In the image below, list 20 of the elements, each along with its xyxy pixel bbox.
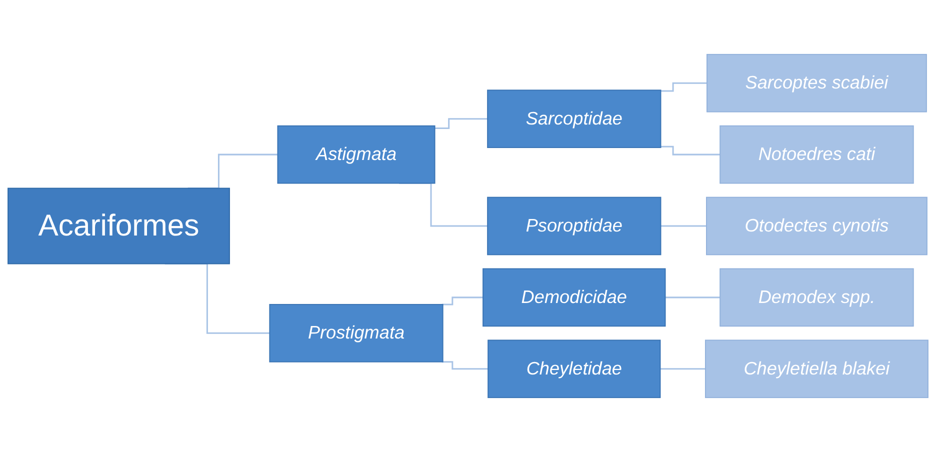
connector: [442, 296, 484, 306]
node-box: Demodex spp.: [720, 268, 914, 327]
node-box: Notoedres cati: [720, 125, 914, 184]
node-box: Psoroptidae: [487, 196, 662, 256]
connector: [434, 118, 488, 130]
node-box: Sarcoptidae: [487, 90, 662, 148]
connector: [442, 361, 488, 370]
node-box: Prostigmata: [269, 304, 444, 362]
connector: [660, 368, 706, 370]
node-box: Cheyletidae: [488, 340, 661, 398]
node-box: Astigmata: [277, 125, 436, 184]
connector: [660, 146, 720, 156]
node-box: Otodectes cynotis: [706, 196, 928, 256]
node-box: Acariformes: [8, 188, 230, 264]
node-box: Cheyletiella blakei: [704, 340, 928, 398]
node-box: Demodicidae: [482, 268, 666, 327]
connector: [660, 82, 707, 92]
connector: [660, 225, 706, 227]
node-box: Sarcoptes scabiei: [706, 54, 927, 112]
connector: [665, 296, 720, 298]
